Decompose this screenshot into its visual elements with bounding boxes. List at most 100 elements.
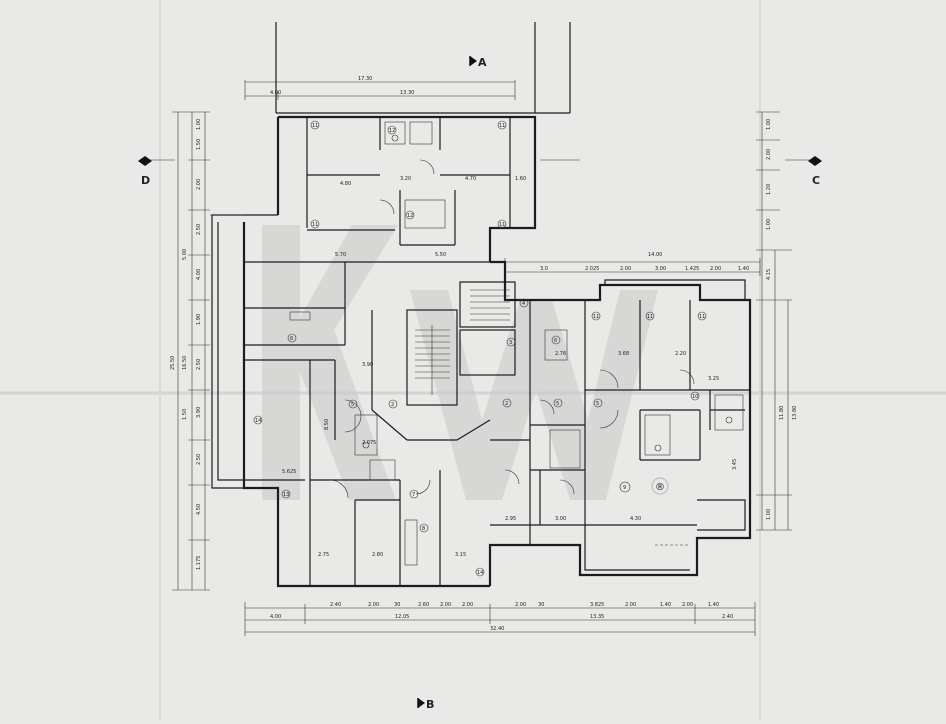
room-dim-label: 5.50: [435, 252, 446, 258]
dim-label: 2.50: [196, 359, 202, 370]
dim-label: 11.80: [779, 406, 785, 420]
dim-label: 1.00: [766, 509, 772, 520]
dim-label-total: 25.50: [170, 356, 176, 370]
building-outline: [211, 115, 752, 588]
section-marker-d: D: [138, 156, 175, 187]
room-number: 11: [499, 222, 505, 228]
registered-mark: ®: [655, 482, 665, 493]
dim-label: 2.60: [418, 602, 429, 608]
dim-label: 1.175: [196, 556, 202, 570]
dim-label: 2.00: [462, 602, 473, 608]
room-number: 13: [283, 492, 289, 498]
dim-label: 12.05: [395, 614, 409, 620]
dim-label: 2.40: [722, 614, 733, 620]
dim-label: 1.50: [196, 139, 202, 150]
dim-label: 2.50: [196, 454, 202, 465]
dim-label: 2.00: [625, 602, 636, 608]
dim-label: 2.00: [515, 602, 526, 608]
dim-label: 4.00: [196, 269, 202, 280]
dim-label: 13.35: [590, 614, 604, 620]
room-number: 11: [647, 314, 653, 320]
room-dim-label: 2.75: [318, 552, 329, 558]
dim-label: 1.90: [196, 314, 202, 325]
room-number: 14: [477, 570, 483, 576]
room-number: 5: [596, 401, 599, 407]
room-number: 2: [505, 401, 508, 407]
room-dim-label: 2.80: [372, 552, 383, 558]
room-dimension-labels: 4.80 3.20 4.70 1.60 5.70 5.50 5.625 8.50…: [282, 176, 738, 558]
dim-label: 5.00: [182, 249, 188, 260]
room-number: 12: [389, 128, 395, 134]
room-number: 5: [351, 402, 354, 408]
dim-label: 1.00: [196, 119, 202, 130]
room-number: 11: [312, 123, 318, 129]
room-number-tags: 11 11 11 11 12 12 14 13 2 5 6 2 3 4 5 6 …: [253, 120, 707, 577]
dim-label: 2.00: [440, 602, 451, 608]
dim-label: 2.00: [710, 266, 721, 272]
dim-label: 3.90: [196, 407, 202, 418]
room-dim-label: 3.15: [455, 552, 466, 558]
dim-label: 1.40: [660, 602, 671, 608]
room-number: 11: [499, 123, 505, 129]
interior-walls: [244, 117, 750, 586]
room-dim-label: 5.625: [282, 469, 296, 475]
room-dim-label: 3.68: [618, 351, 629, 357]
room-number: 11: [312, 222, 318, 228]
room-number: 4: [522, 301, 525, 307]
right-dimension-chain: 1.00 2.00 1.20 1.00 4.15 1.00 11.80 13.8…: [756, 111, 798, 531]
room-number: 11: [699, 314, 705, 320]
room-dim-label: 3.90: [362, 362, 373, 368]
room-number: 9: [623, 485, 626, 491]
dim-label: 2.00: [196, 179, 202, 190]
stair-core: [415, 289, 510, 395]
section-marker-b: B: [417, 698, 434, 711]
room-dim-label: 2.95: [505, 516, 516, 522]
section-label-c: C: [812, 174, 820, 187]
dim-label: 3.00: [655, 266, 666, 272]
dim-label: 2.00: [620, 266, 631, 272]
dim-label: 13.30: [400, 90, 414, 96]
dim-label: 2.00: [682, 602, 693, 608]
dim-label: 2.00: [766, 149, 772, 160]
room-dim-label: 4.80: [340, 181, 351, 187]
dim-label: 3.0: [540, 266, 548, 272]
section-label-b: B: [426, 698, 434, 711]
room-dim-label: 4.30: [630, 516, 641, 522]
room-dim-label: 2.075: [362, 440, 376, 446]
room-dim-label: 3.00: [555, 516, 566, 522]
dim-label: 1.20: [766, 184, 772, 195]
dim-label: 4.00: [270, 614, 281, 620]
dim-label: 4.15: [766, 269, 772, 280]
sanitary-fixtures: [289, 121, 744, 566]
dim-label: 2.50: [196, 224, 202, 235]
room-dim-label: 2.20: [675, 351, 686, 357]
dim-label: 3.825: [590, 602, 604, 608]
section-label-d: D: [141, 174, 150, 187]
room-dim-label: 5.70: [335, 252, 346, 258]
left-dimension-chain: 1.00 1.50 2.00 2.50 4.00 1.90 2.50 3.90 …: [170, 111, 210, 591]
door-swings: [329, 159, 695, 499]
room-number: 7: [412, 492, 415, 498]
room-dim-label: 3.25: [708, 376, 719, 382]
dim-label: 16.50: [182, 356, 188, 370]
room-number: 6: [290, 336, 293, 342]
dim-label: 1.00: [766, 119, 772, 130]
section-marker-c: C: [785, 156, 822, 187]
room-number: 14: [255, 418, 261, 424]
room-number: 2: [391, 402, 394, 408]
room-number: 6: [554, 338, 557, 344]
upper-right-dimension-chain: 3.0 2.025 2.00 3.00 1.425 2.00 1.40 14.0…: [504, 252, 761, 276]
room-dim-label: 2.76: [555, 351, 566, 357]
dim-label: 2.00: [368, 602, 379, 608]
room-dim-label: 8.50: [324, 419, 330, 430]
dim-label: 30: [538, 602, 544, 608]
room-number: 5: [556, 401, 559, 407]
room-number: 3: [509, 340, 512, 346]
hatch-accents: [210, 159, 690, 546]
section-label-a: A: [478, 56, 487, 69]
room-number: 11: [593, 314, 599, 320]
dim-label: 30: [394, 602, 400, 608]
dim-label-total: 32.40: [490, 626, 504, 632]
